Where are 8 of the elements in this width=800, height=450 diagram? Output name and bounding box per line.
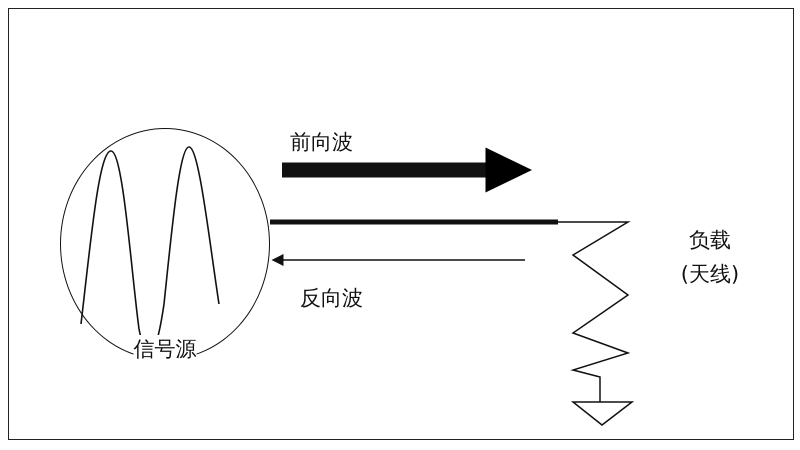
node-label: 信号源 — [134, 335, 196, 363]
reflected-wave-arrow — [272, 254, 525, 266]
edge-label: 前向波 — [290, 129, 353, 156]
load-label: 负载(天线) — [680, 227, 740, 288]
signal-source-circle — [60, 128, 270, 360]
edge-label: 反向波 — [300, 285, 363, 312]
transmission-line — [270, 220, 558, 224]
forward-wave-arrow — [282, 148, 532, 192]
